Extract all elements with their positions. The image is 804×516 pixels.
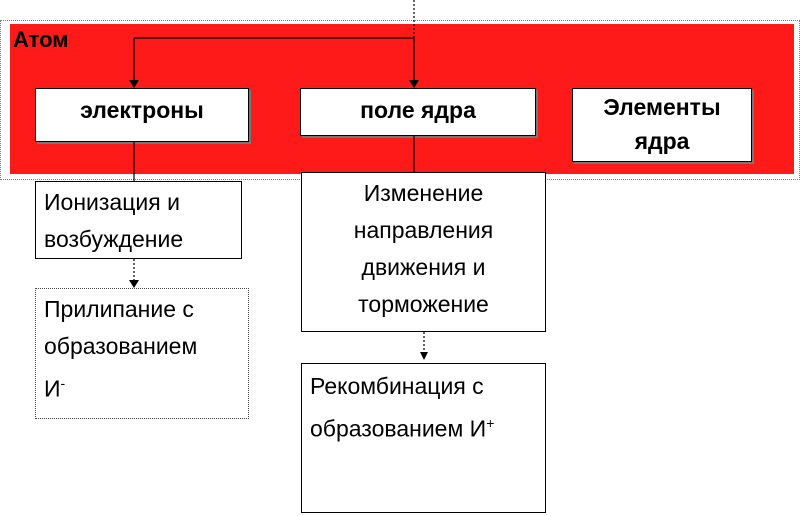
nucleus-elements-box: Элементы ядра <box>572 88 752 162</box>
nucleus-elements-label-1: Элементы <box>603 94 721 120</box>
attachment-line-1: Прилипание с <box>44 296 194 322</box>
recombination-ion-charge: + <box>486 415 495 431</box>
electrons-box: электроны <box>35 88 249 142</box>
arrow-to-attachment <box>129 280 139 288</box>
ionization-box: Ионизация и возбуждение <box>35 181 242 259</box>
attachment-line-3: И- <box>36 365 248 408</box>
recombination-ion-text: образованием И <box>310 415 487 442</box>
arrow-to-electrons <box>129 80 139 88</box>
attachment-box: Прилипание с образованием И- <box>35 288 249 419</box>
ionization-line-1: Ионизация и <box>44 189 180 215</box>
direction-change-line-2: направления <box>353 217 494 243</box>
attachment-line-2: образованием <box>44 333 198 359</box>
direction-change-line-1: Изменение <box>363 180 484 206</box>
recombination-box: Рекомбинация с образованием И+ <box>301 363 546 513</box>
direction-change-box: Изменение направления движения и торможе… <box>301 172 546 332</box>
arrow-to-field <box>409 80 419 88</box>
nucleus-elements-label-2: ядра <box>634 128 690 154</box>
electrons-label: электроны <box>80 97 204 123</box>
nucleus-field-box: поле ядра <box>300 88 536 136</box>
recombination-line-1: Рекомбинация с <box>310 373 484 399</box>
attachment-ion-charge: - <box>60 375 66 391</box>
atom-title: Атом <box>13 27 69 52</box>
direction-change-line-3: движения и <box>361 254 486 280</box>
arrow-to-recombination <box>420 352 428 360</box>
attachment-ion-symbol: И <box>44 375 61 402</box>
ionization-line-2: возбуждение <box>44 226 184 252</box>
recombination-line-2: образованием И+ <box>302 405 545 448</box>
nucleus-field-label: поле ядра <box>360 97 476 123</box>
direction-change-line-4: торможение <box>358 291 489 317</box>
